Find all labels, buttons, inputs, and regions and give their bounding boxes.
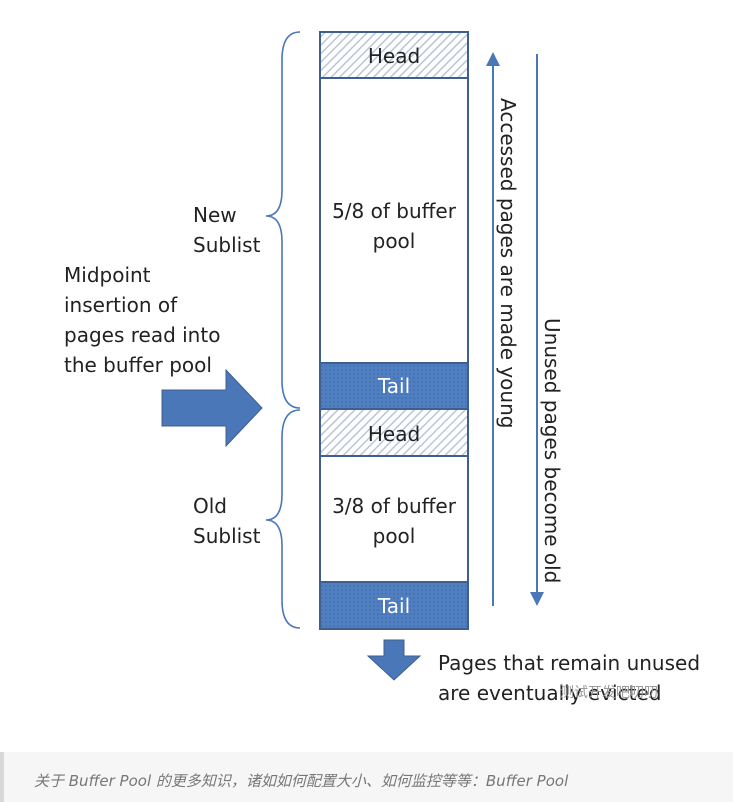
unused-arrow-head <box>530 592 544 606</box>
old-head-label: Head <box>368 422 420 446</box>
new-body-block <box>319 77 469 364</box>
new-body-label-line2: pool <box>373 229 416 253</box>
evicted-label-line2: are eventually evicted <box>438 681 661 705</box>
caption-box: 关于 Buffer Pool 的更多知识，诸如如何配置大小、如何监控等等：Buf… <box>0 752 733 802</box>
new-sublist-label-line1: New <box>193 203 237 227</box>
old-head-block <box>319 408 469 457</box>
midpoint-label-line1: Midpoint <box>64 263 151 287</box>
caption-text: 关于 Buffer Pool 的更多知识，诸如如何配置大小、如何监控等等：Buf… <box>34 772 569 790</box>
old-sublist-label-line2: Sublist <box>193 524 261 548</box>
new-tail-label: Tail <box>377 374 410 398</box>
old-body-label-line1: 3/8 of buffer <box>332 494 457 518</box>
old-sublist-label-line1: Old <box>193 494 227 518</box>
new-head-label: Head <box>368 44 420 68</box>
new-sublist-label-line2: Sublist <box>193 233 261 257</box>
old-body-label-line2: pool <box>373 524 416 548</box>
accessed-arrow-head <box>486 52 500 66</box>
old-tail-block <box>319 581 469 630</box>
unused-pages-label: Unused pages become old <box>540 318 564 583</box>
old-sublist-brace <box>265 409 301 629</box>
new-head-block <box>319 31 469 79</box>
new-body-label-line1: 5/8 of buffer <box>332 199 457 223</box>
accessed-pages-label: Accessed pages are made young <box>496 98 520 428</box>
diagram-canvas: Head 5/8 of buffer pool Tail Head 3/8 of… <box>64 31 700 705</box>
midpoint-insertion-arrow <box>161 368 263 448</box>
new-sublist-brace <box>265 31 301 409</box>
old-body-block <box>319 455 469 583</box>
midpoint-label-line2: insertion of <box>64 293 178 317</box>
eviction-arrow <box>366 639 422 681</box>
lru-diagram: Head 5/8 of buffer pool Tail Head 3/8 of… <box>64 31 700 705</box>
midpoint-label-line4: the buffer pool <box>64 353 212 377</box>
old-tail-label: Tail <box>377 594 410 618</box>
midpoint-label-line3: pages read into <box>64 323 220 347</box>
evicted-label-line1: Pages that remain unused <box>438 651 700 675</box>
watermark: 测试开发吧叨叨 <box>560 685 658 701</box>
